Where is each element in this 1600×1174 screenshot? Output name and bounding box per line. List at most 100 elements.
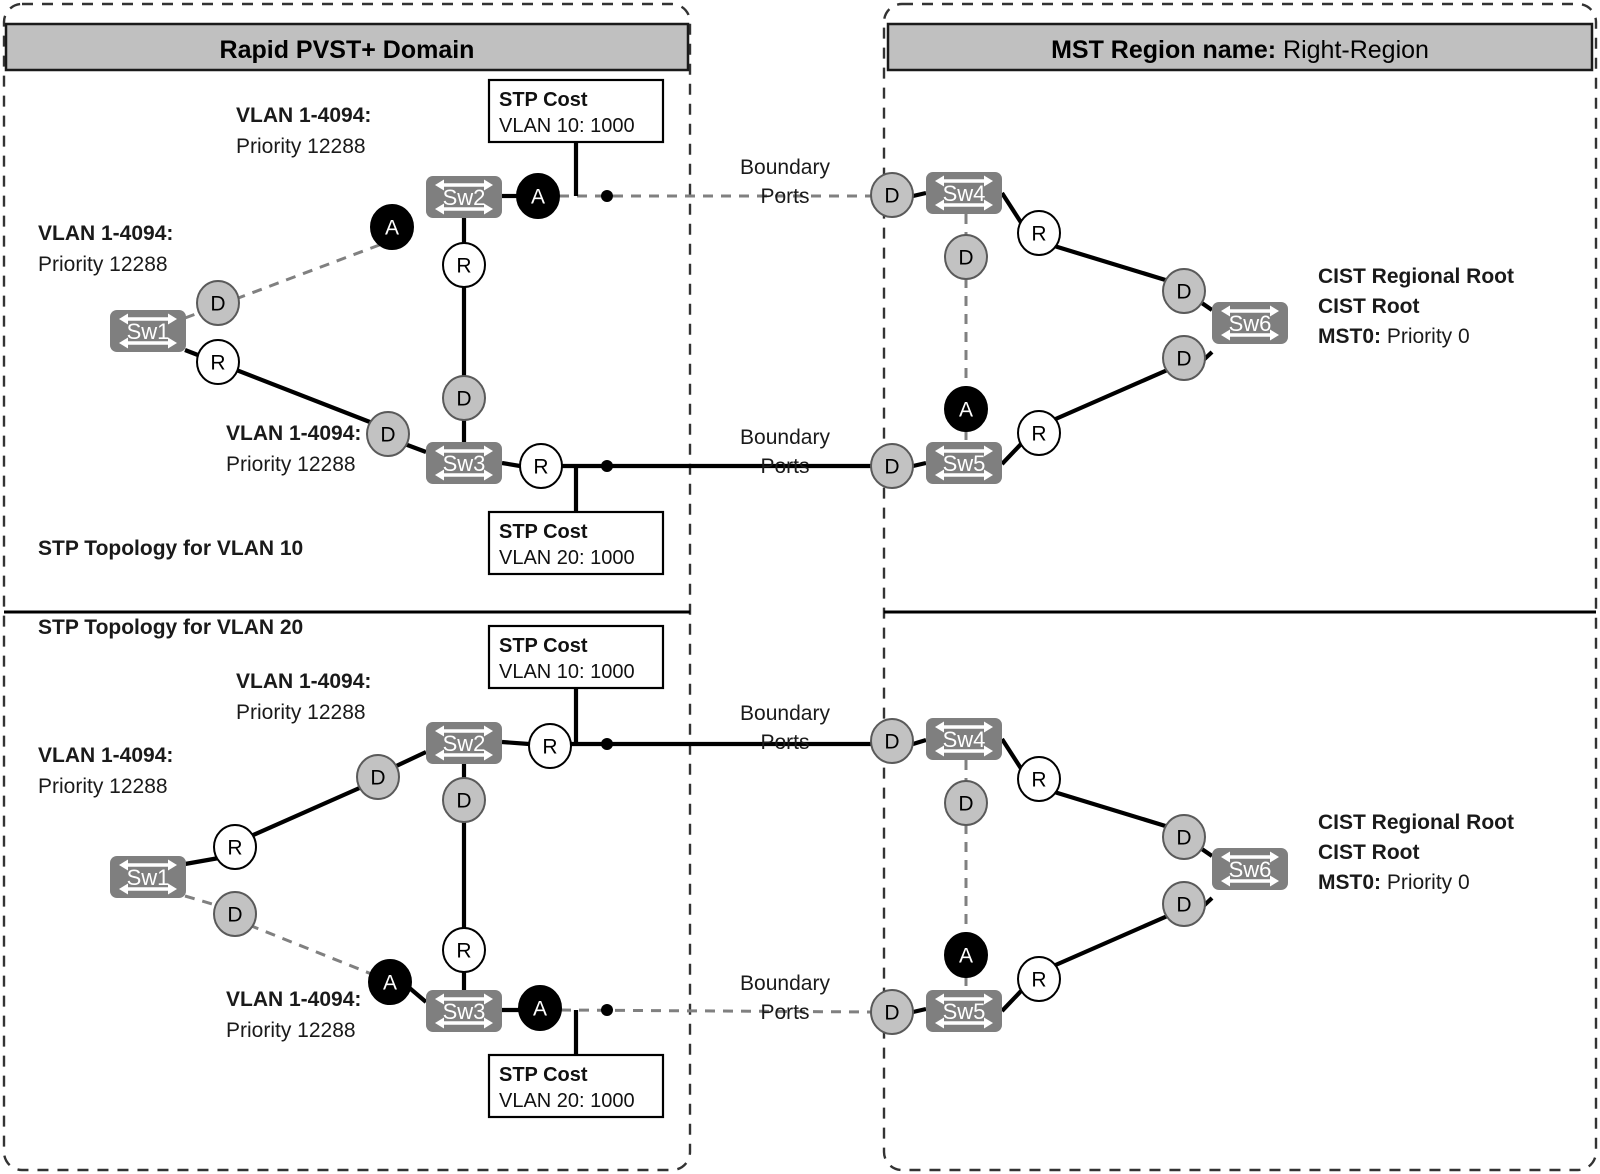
port-state-r[interactable]: R	[442, 927, 486, 973]
port-state-r[interactable]: R	[442, 242, 486, 288]
port-state-label: D	[1176, 281, 1191, 304]
mst0-value: Priority 0	[1381, 871, 1470, 894]
port-state-d[interactable]: D	[1162, 814, 1206, 860]
port-state-d[interactable]: D	[870, 172, 914, 218]
boundary-line2: Ports	[760, 455, 809, 478]
port-state-d[interactable]: D	[1162, 268, 1206, 314]
mst0-label: MST0:	[1318, 871, 1381, 894]
port-state-a[interactable]: A	[516, 173, 560, 219]
boundary-bottom-vlan20	[560, 1008, 872, 1014]
port-state-r[interactable]: R	[196, 339, 240, 385]
priority-value: Priority 12288	[38, 253, 168, 276]
switch-node-sw5[interactable]: Sw5	[926, 990, 1002, 1032]
port-state-label: D	[1176, 348, 1191, 371]
stp-cost-title: STP Cost	[499, 521, 588, 543]
boundary-line1: Boundary	[740, 972, 830, 995]
port-state-d[interactable]: D	[870, 989, 914, 1035]
port-state-d[interactable]: D	[213, 891, 257, 937]
switch-node-sw4[interactable]: Sw4	[926, 172, 1002, 214]
port-state-label: R	[210, 352, 225, 375]
port-state-label: R	[1031, 769, 1046, 792]
port-state-label: R	[1031, 423, 1046, 446]
port-state-label: A	[959, 399, 973, 422]
port-state-r[interactable]: R	[1017, 410, 1061, 456]
switch-node-sw2[interactable]: Sw2	[426, 722, 502, 764]
root-role-note: CIST Root	[1318, 295, 1419, 318]
port-state-d[interactable]: D	[1162, 335, 1206, 381]
boundary-line2: Ports	[760, 1001, 809, 1024]
port-state-a[interactable]: A	[370, 204, 414, 250]
stp-cost-value: VLAN 10: 1000	[499, 661, 635, 683]
stp-cost-value: VLAN 20: 1000	[499, 1090, 635, 1112]
port-state-d[interactable]: D	[1162, 881, 1206, 927]
port-state-d[interactable]: D	[366, 411, 410, 457]
stp-cost-value: VLAN 10: 1000	[499, 115, 635, 137]
boundary-dot-bottom2	[601, 1004, 613, 1016]
topology-caption-vlan10: STP Topology for VLAN 10	[38, 537, 303, 560]
stp-cost-title: STP Cost	[499, 89, 588, 111]
priority-value: Priority 12288	[236, 701, 366, 724]
mst0-label: MST0:	[1318, 325, 1381, 348]
port-state-label: D	[884, 185, 899, 208]
port-state-label: D	[1176, 827, 1191, 850]
switch-node-sw3[interactable]: Sw3	[426, 442, 502, 484]
switch-node-sw6[interactable]: Sw6	[1212, 302, 1288, 344]
port-state-r[interactable]: R	[1017, 956, 1061, 1002]
port-state-d[interactable]: D	[442, 777, 486, 823]
port-state-label: D	[884, 456, 899, 479]
switch-label: Sw2	[443, 185, 486, 210]
priority-vlan-range: VLAN 1-4094:	[38, 222, 173, 245]
port-state-d[interactable]: D	[356, 754, 400, 800]
port-state-r[interactable]: R	[519, 443, 563, 489]
port-state-label: R	[1031, 969, 1046, 992]
priority-value: Priority 12288	[38, 775, 168, 798]
link-r-d-bot	[1050, 366, 1173, 423]
priority-label: VLAN 1-4094:Priority 12288	[236, 104, 371, 158]
switch-node-sw5[interactable]: Sw5	[926, 442, 1002, 484]
port-state-d[interactable]: D	[944, 234, 988, 280]
switch-node-sw1[interactable]: Sw1	[110, 856, 186, 898]
link-sw4-r2	[1000, 737, 1024, 772]
port-state-label: D	[370, 767, 385, 790]
port-state-d[interactable]: D	[944, 780, 988, 826]
stub-d-sw4-2	[912, 737, 927, 747]
switch-node-sw6[interactable]: Sw6	[1212, 848, 1288, 890]
port-state-a[interactable]: A	[944, 932, 988, 978]
port-state-a[interactable]: A	[944, 386, 988, 432]
right-header-bar	[886, 22, 1594, 72]
port-state-r[interactable]: R	[213, 824, 257, 870]
priority-vlan-range: VLAN 1-4094:	[236, 670, 371, 693]
link-r-d-top2	[1050, 788, 1173, 831]
port-state-d[interactable]: D	[870, 443, 914, 489]
port-state-d[interactable]: D	[870, 718, 914, 764]
port-state-a[interactable]: A	[368, 959, 412, 1005]
port-state-r[interactable]: R	[1017, 756, 1061, 802]
port-state-r[interactable]: R	[528, 723, 572, 769]
boundary-line2: Ports	[760, 731, 809, 754]
switch-label: Sw5	[943, 999, 986, 1024]
port-state-label: R	[542, 736, 557, 759]
port-state-label: A	[959, 945, 973, 968]
port-state-label: D	[1176, 894, 1191, 917]
port-state-d[interactable]: D	[442, 375, 486, 421]
port-state-label: R	[456, 255, 471, 278]
port-state-label: D	[884, 1002, 899, 1025]
switch-label: Sw4	[943, 727, 986, 752]
switch-node-sw4[interactable]: Sw4	[926, 718, 1002, 760]
port-state-a[interactable]: A	[518, 985, 562, 1031]
port-state-r[interactable]: R	[1017, 210, 1061, 256]
switch-node-sw1[interactable]: Sw1	[110, 310, 186, 352]
switch-label: Sw1	[127, 865, 170, 890]
switch-node-sw3[interactable]: Sw3	[426, 990, 502, 1032]
stub-d-sw5-2	[912, 1006, 927, 1015]
port-state-d[interactable]: D	[196, 280, 240, 326]
port-state-label: D	[958, 247, 973, 270]
switch-node-sw2[interactable]: Sw2	[426, 176, 502, 218]
